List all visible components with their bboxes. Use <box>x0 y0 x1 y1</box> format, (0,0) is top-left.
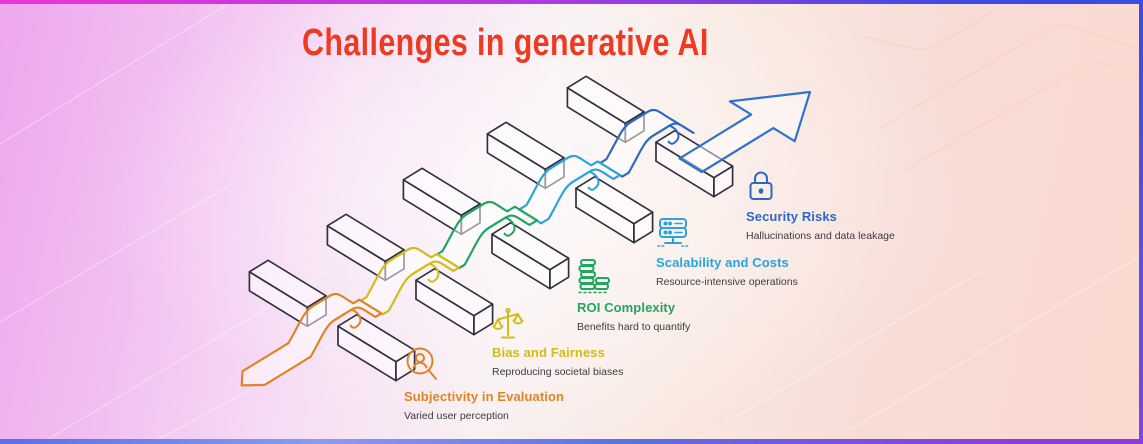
balance-scale-icon <box>492 302 692 342</box>
bottom-border-strip <box>0 439 1143 444</box>
page-title: Challenges in generative AI <box>302 22 709 64</box>
challenge-label: Security Risks <box>746 209 838 224</box>
server-rack-icon <box>656 212 856 252</box>
challenge-description: Varied user perception <box>404 410 509 422</box>
challenge-description: Benefits hard to quantify <box>577 321 691 333</box>
right-border-strip <box>1139 0 1143 444</box>
challenge-label: Scalability and Costs <box>656 255 789 270</box>
challenge-item: Scalability and Costs Resource-intensive… <box>656 212 856 288</box>
coin-stacks-icon <box>577 257 777 297</box>
challenge-label: Subjectivity in Evaluation <box>404 389 565 404</box>
padlock-icon <box>746 166 946 206</box>
challenge-description: Hallucinations and data leakage <box>746 230 895 242</box>
challenge-description: Reproducing societal biases <box>492 366 624 378</box>
challenge-label: ROI Complexity <box>577 300 676 315</box>
challenge-item: ROI Complexity Benefits hard to quantify <box>577 257 777 333</box>
circuit-traces-decoration <box>859 9 1143 171</box>
challenge-item: Bias and Fairness Reproducing societal b… <box>492 302 692 378</box>
challenge-item: Subjectivity in Evaluation Varied user p… <box>404 346 604 422</box>
top-border-strip <box>0 0 1143 4</box>
user-search-icon <box>404 346 604 386</box>
challenge-label: Bias and Fairness <box>492 345 605 360</box>
challenge-description: Resource-intensive operations <box>656 276 798 288</box>
challenge-item: Security Risks Hallucinations and data l… <box>746 166 946 242</box>
